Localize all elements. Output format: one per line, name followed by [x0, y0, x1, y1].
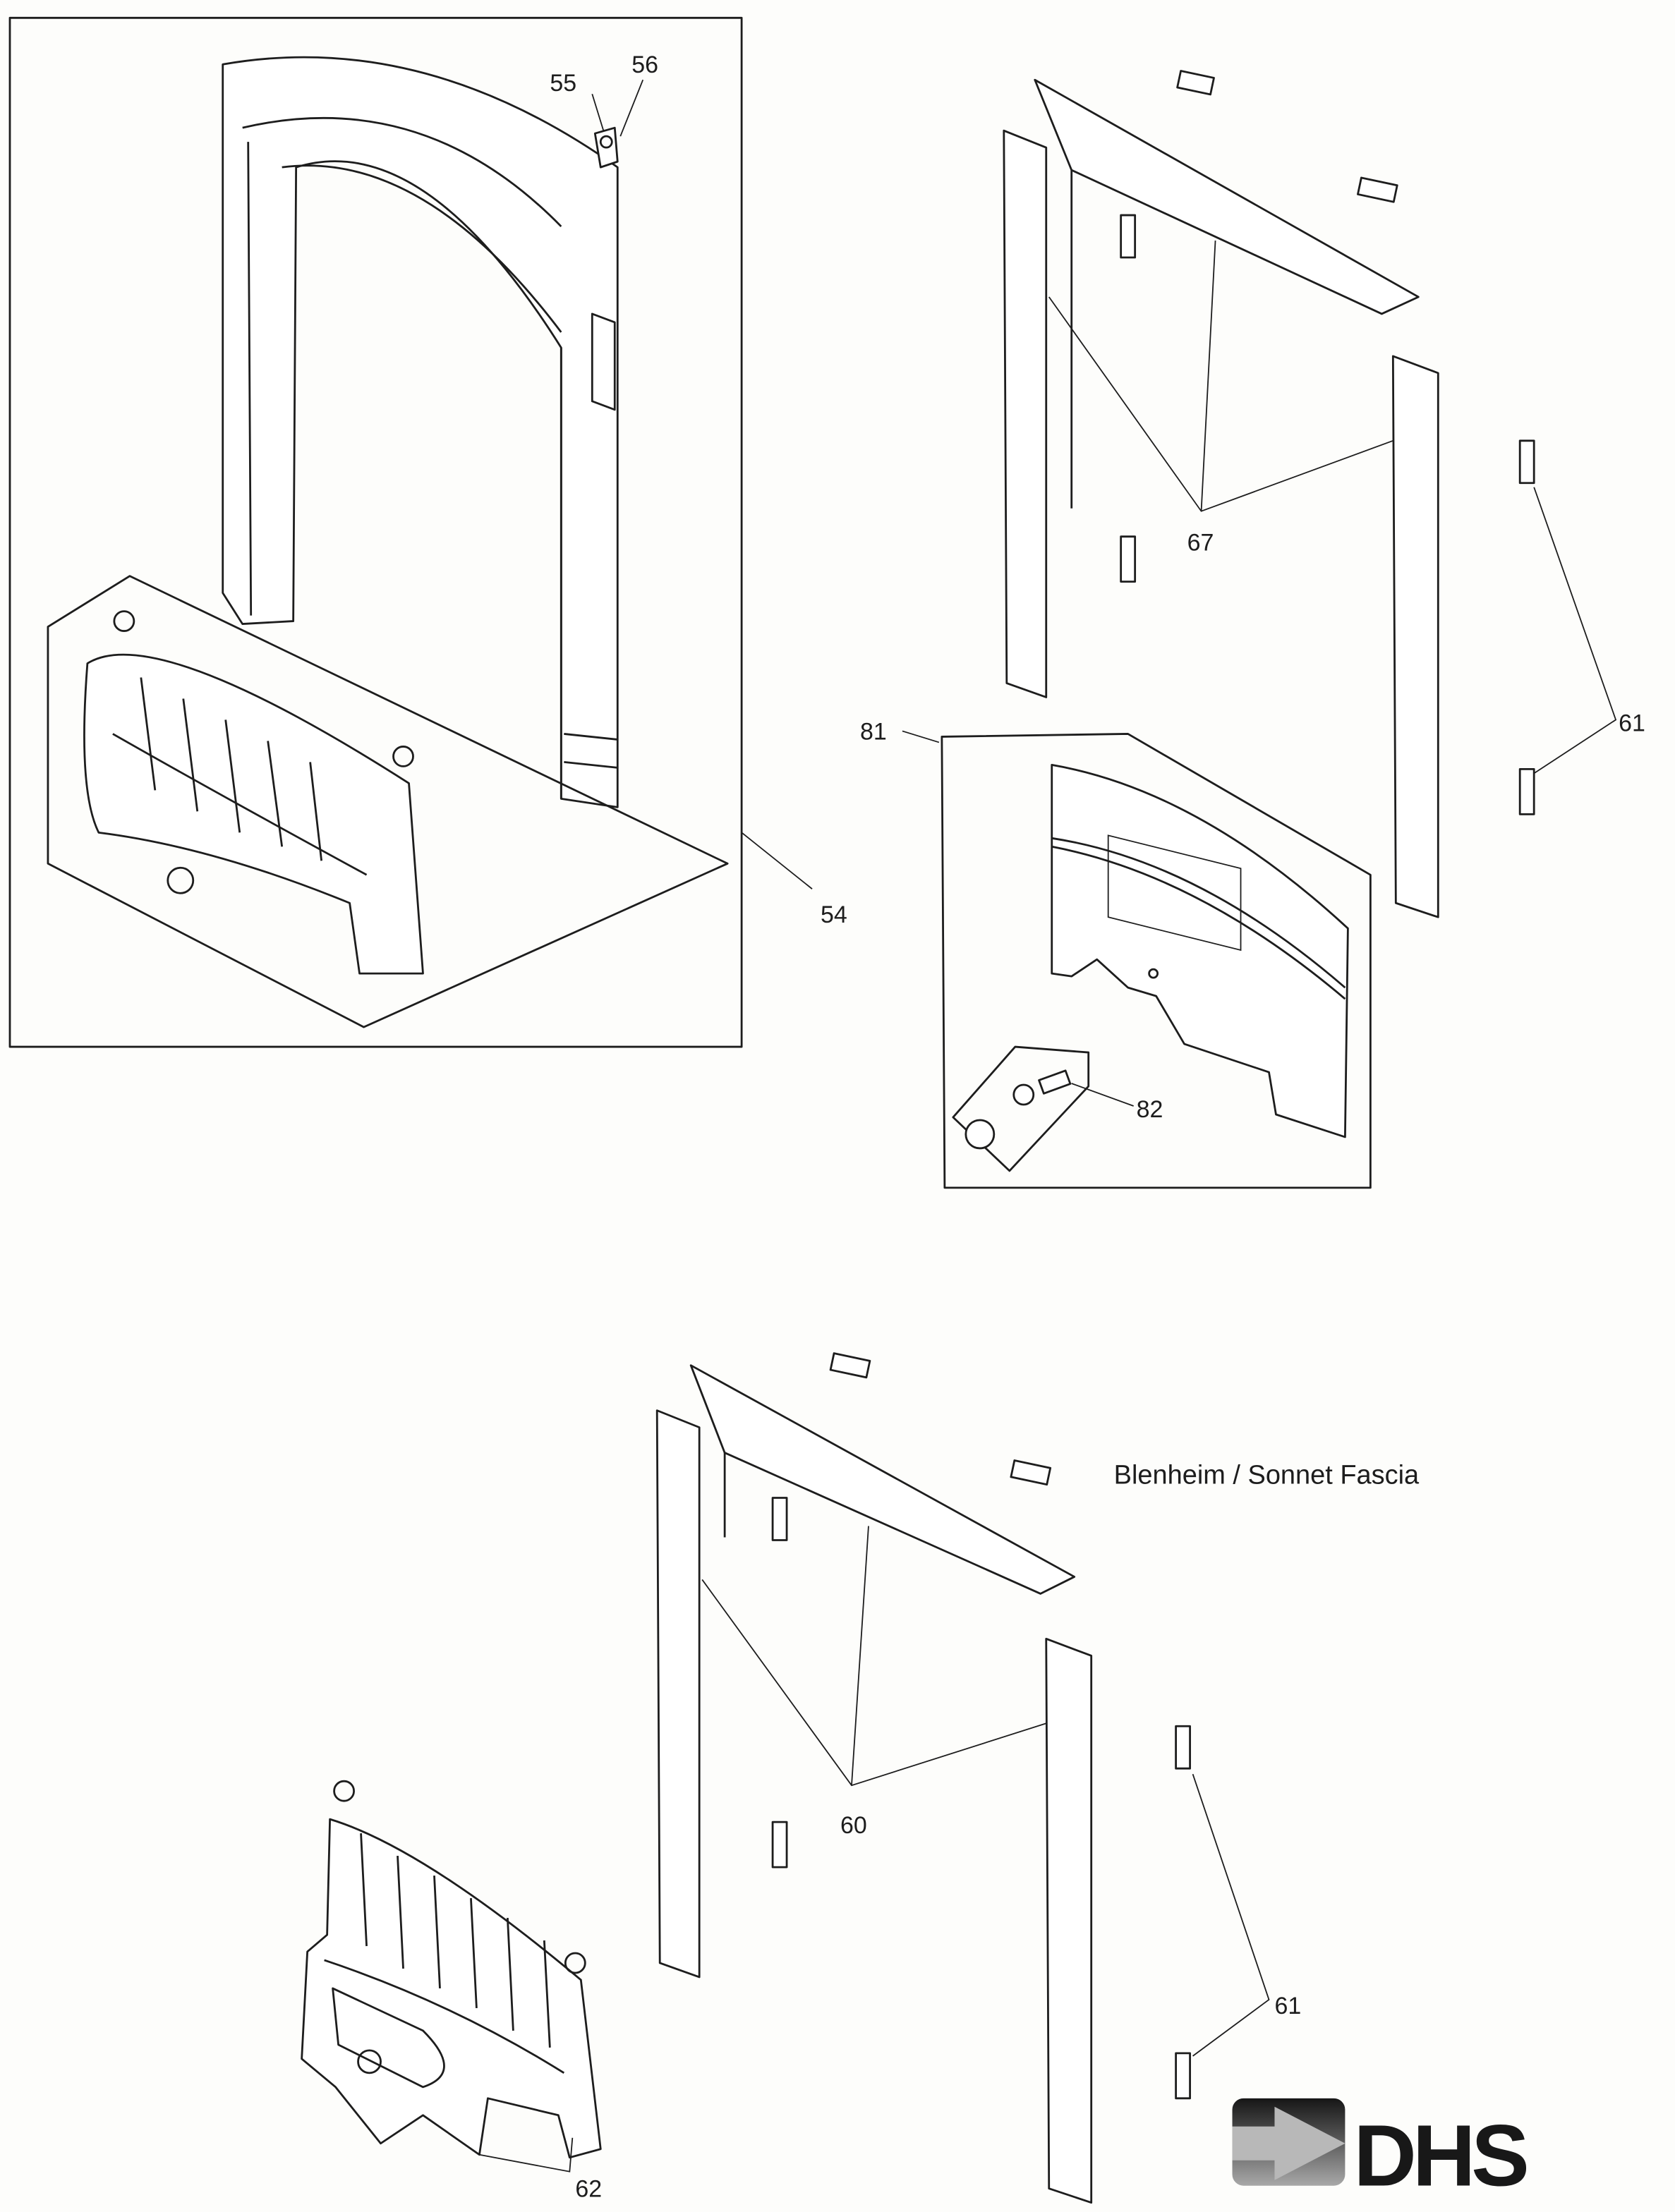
- callout-67: 67: [1187, 530, 1214, 557]
- callout-54: 54: [821, 901, 847, 928]
- surround-frame: [222, 56, 619, 808]
- dhs-logo: DHS: [1232, 2098, 1530, 2205]
- top-panel: [689, 1364, 1076, 1595]
- diagram-title: Blenheim / Sonnet Fascia: [1114, 1461, 1420, 1490]
- left-panel: [655, 1409, 701, 1979]
- clip-61: [1175, 2052, 1191, 2100]
- callout-81: 81: [860, 718, 887, 745]
- top-panel: [1034, 78, 1420, 315]
- fascia-panels-67: 67 61: [1003, 70, 1645, 918]
- fret-front-panel: [1051, 764, 1349, 1138]
- callout-55: 55: [550, 70, 576, 97]
- callout-56: 56: [631, 51, 658, 78]
- fret-62-top: [83, 610, 424, 975]
- clip-61: [1518, 768, 1535, 815]
- left-panel: [1003, 129, 1048, 698]
- callout-61-top: 61: [1619, 710, 1645, 736]
- fret-62: 62: [301, 1780, 602, 2203]
- assembly-box: [8, 16, 743, 1048]
- callout-62: 62: [575, 2176, 602, 2203]
- fascia-panels-60: 60 61: [655, 1352, 1301, 2204]
- logo-text: DHS: [1353, 2108, 1526, 2205]
- clip-61: [1175, 1725, 1191, 1770]
- fret-body: [301, 1818, 602, 2159]
- right-panel: [1391, 355, 1439, 918]
- callout-82: 82: [1137, 1096, 1163, 1123]
- frame-assembly-54: 55 56 54: [8, 16, 847, 1048]
- fret-box: [47, 575, 729, 1028]
- assembly-box: [941, 733, 1372, 1189]
- fixings-plate: [952, 1045, 1090, 1172]
- clip-61: [1518, 439, 1535, 485]
- right-panel: [1045, 1637, 1093, 2204]
- callout-60: 60: [840, 1812, 867, 1839]
- fret-front-81: 81 82: [860, 718, 1372, 1189]
- callout-61-bottom: 61: [1274, 1993, 1301, 2019]
